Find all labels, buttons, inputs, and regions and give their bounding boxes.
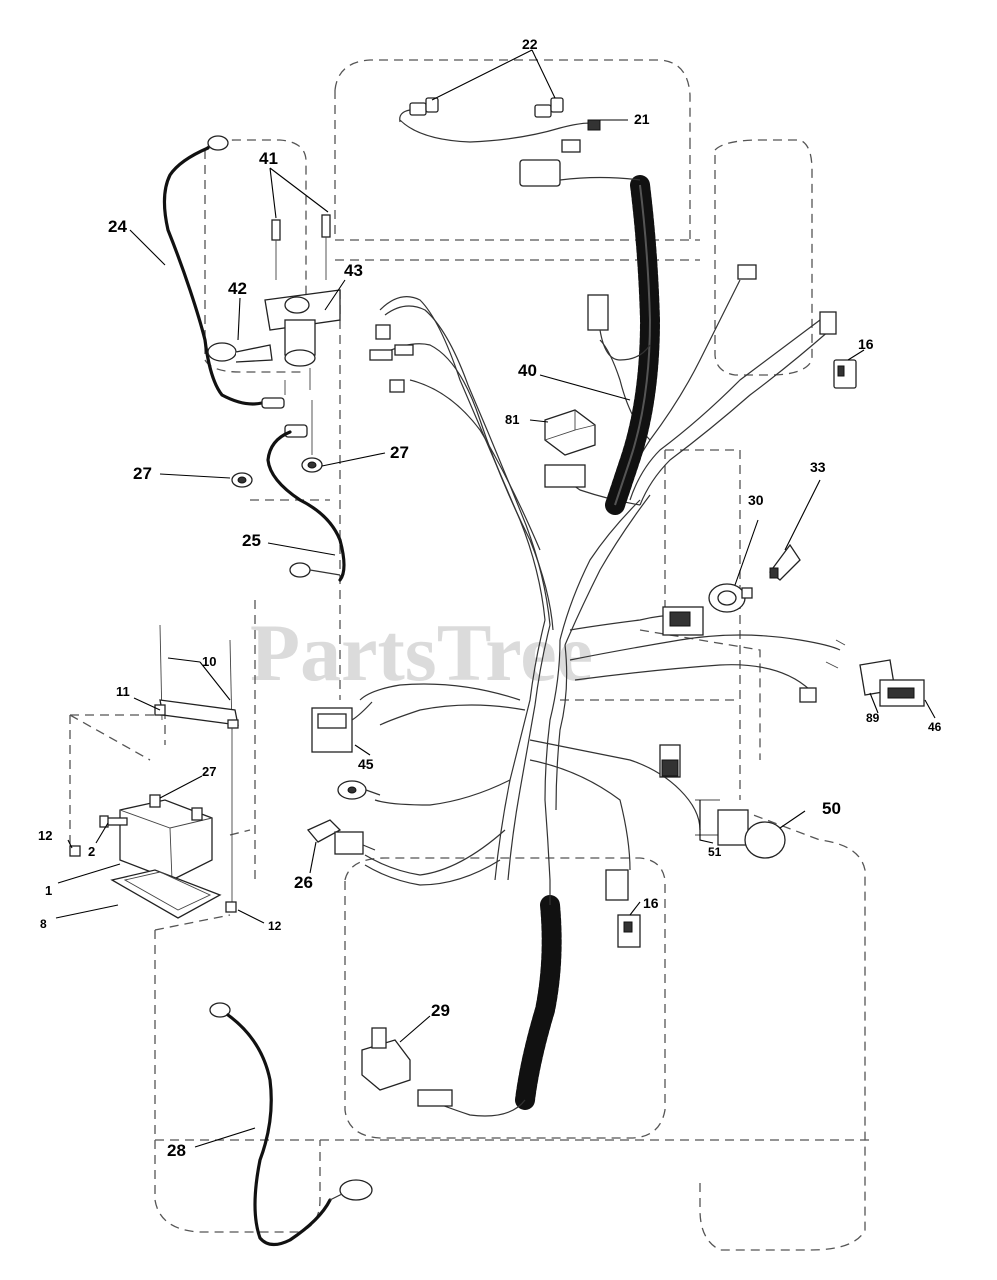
bracket (207, 342, 273, 363)
callout-25: 25 (242, 531, 261, 550)
callout-2: 2 (88, 844, 95, 859)
leader-lines (55, 49, 936, 1148)
callout-21: 21 (634, 111, 650, 127)
callout-labels: 22 21 41 24 43 42 16 40 81 27 27 33 30 2… (38, 36, 942, 1160)
callout-12-lower: 12 (268, 919, 282, 933)
callout-1: 1 (45, 883, 52, 898)
main-wire-harness (359, 279, 841, 886)
hour-meter (311, 701, 373, 753)
ground-wire (337, 780, 381, 800)
callout-26: 26 (294, 873, 313, 892)
battery (119, 794, 213, 881)
fuse-holder (306, 819, 376, 855)
pto-connector (659, 744, 749, 846)
callout-28: 28 (167, 1141, 186, 1160)
brake-switch (605, 869, 641, 948)
callout-43: 43 (344, 261, 363, 280)
callout-33: 33 (810, 459, 826, 475)
callout-40: 40 (518, 361, 537, 380)
battery-bolt (99, 815, 128, 828)
relay (544, 409, 596, 456)
callout-24: 24 (108, 217, 127, 236)
battery-tray (110, 869, 222, 919)
callout-45: 45 (358, 756, 374, 772)
starter-cable (162, 135, 285, 409)
callout-16-lower: 16 (643, 895, 659, 911)
nut (231, 400, 323, 488)
seat-safety-switch (361, 1027, 453, 1107)
ignition-key (769, 543, 801, 581)
ignition-switch (708, 583, 753, 613)
callout-42: 42 (228, 279, 247, 298)
callout-41: 41 (259, 149, 278, 168)
callout-22: 22 (522, 36, 538, 52)
lower-conduit (429, 880, 562, 1117)
harness-plug (662, 606, 704, 636)
light-switch (799, 639, 925, 707)
callout-27-right: 27 (390, 443, 409, 462)
callout-12-upper: 12 (38, 828, 52, 843)
callout-8: 8 (40, 917, 47, 931)
callout-29: 29 (431, 1001, 450, 1020)
callout-46: 46 (928, 720, 942, 734)
ground-cable (209, 1002, 373, 1247)
headlight-harness (399, 97, 601, 153)
callout-81: 81 (505, 412, 519, 427)
callout-51: 51 (708, 845, 722, 859)
clutch-switch (744, 821, 786, 859)
callout-30: 30 (748, 492, 764, 508)
callout-11: 11 (116, 684, 130, 699)
callout-27-battery: 27 (202, 764, 216, 779)
harness-conduit (605, 175, 661, 515)
callout-89: 89 (866, 711, 880, 725)
callout-27-left: 27 (133, 464, 152, 483)
hold-down-rod (154, 624, 239, 905)
callout-16-upper: 16 (858, 336, 874, 352)
battery-nut (69, 845, 237, 913)
solenoid (264, 214, 341, 395)
connectors (369, 159, 837, 488)
seat-switch (833, 359, 857, 389)
callout-50: 50 (822, 799, 841, 818)
solenoid-cable (266, 424, 346, 582)
watermark: PartsTree (250, 607, 593, 698)
callout-10: 10 (202, 654, 216, 669)
